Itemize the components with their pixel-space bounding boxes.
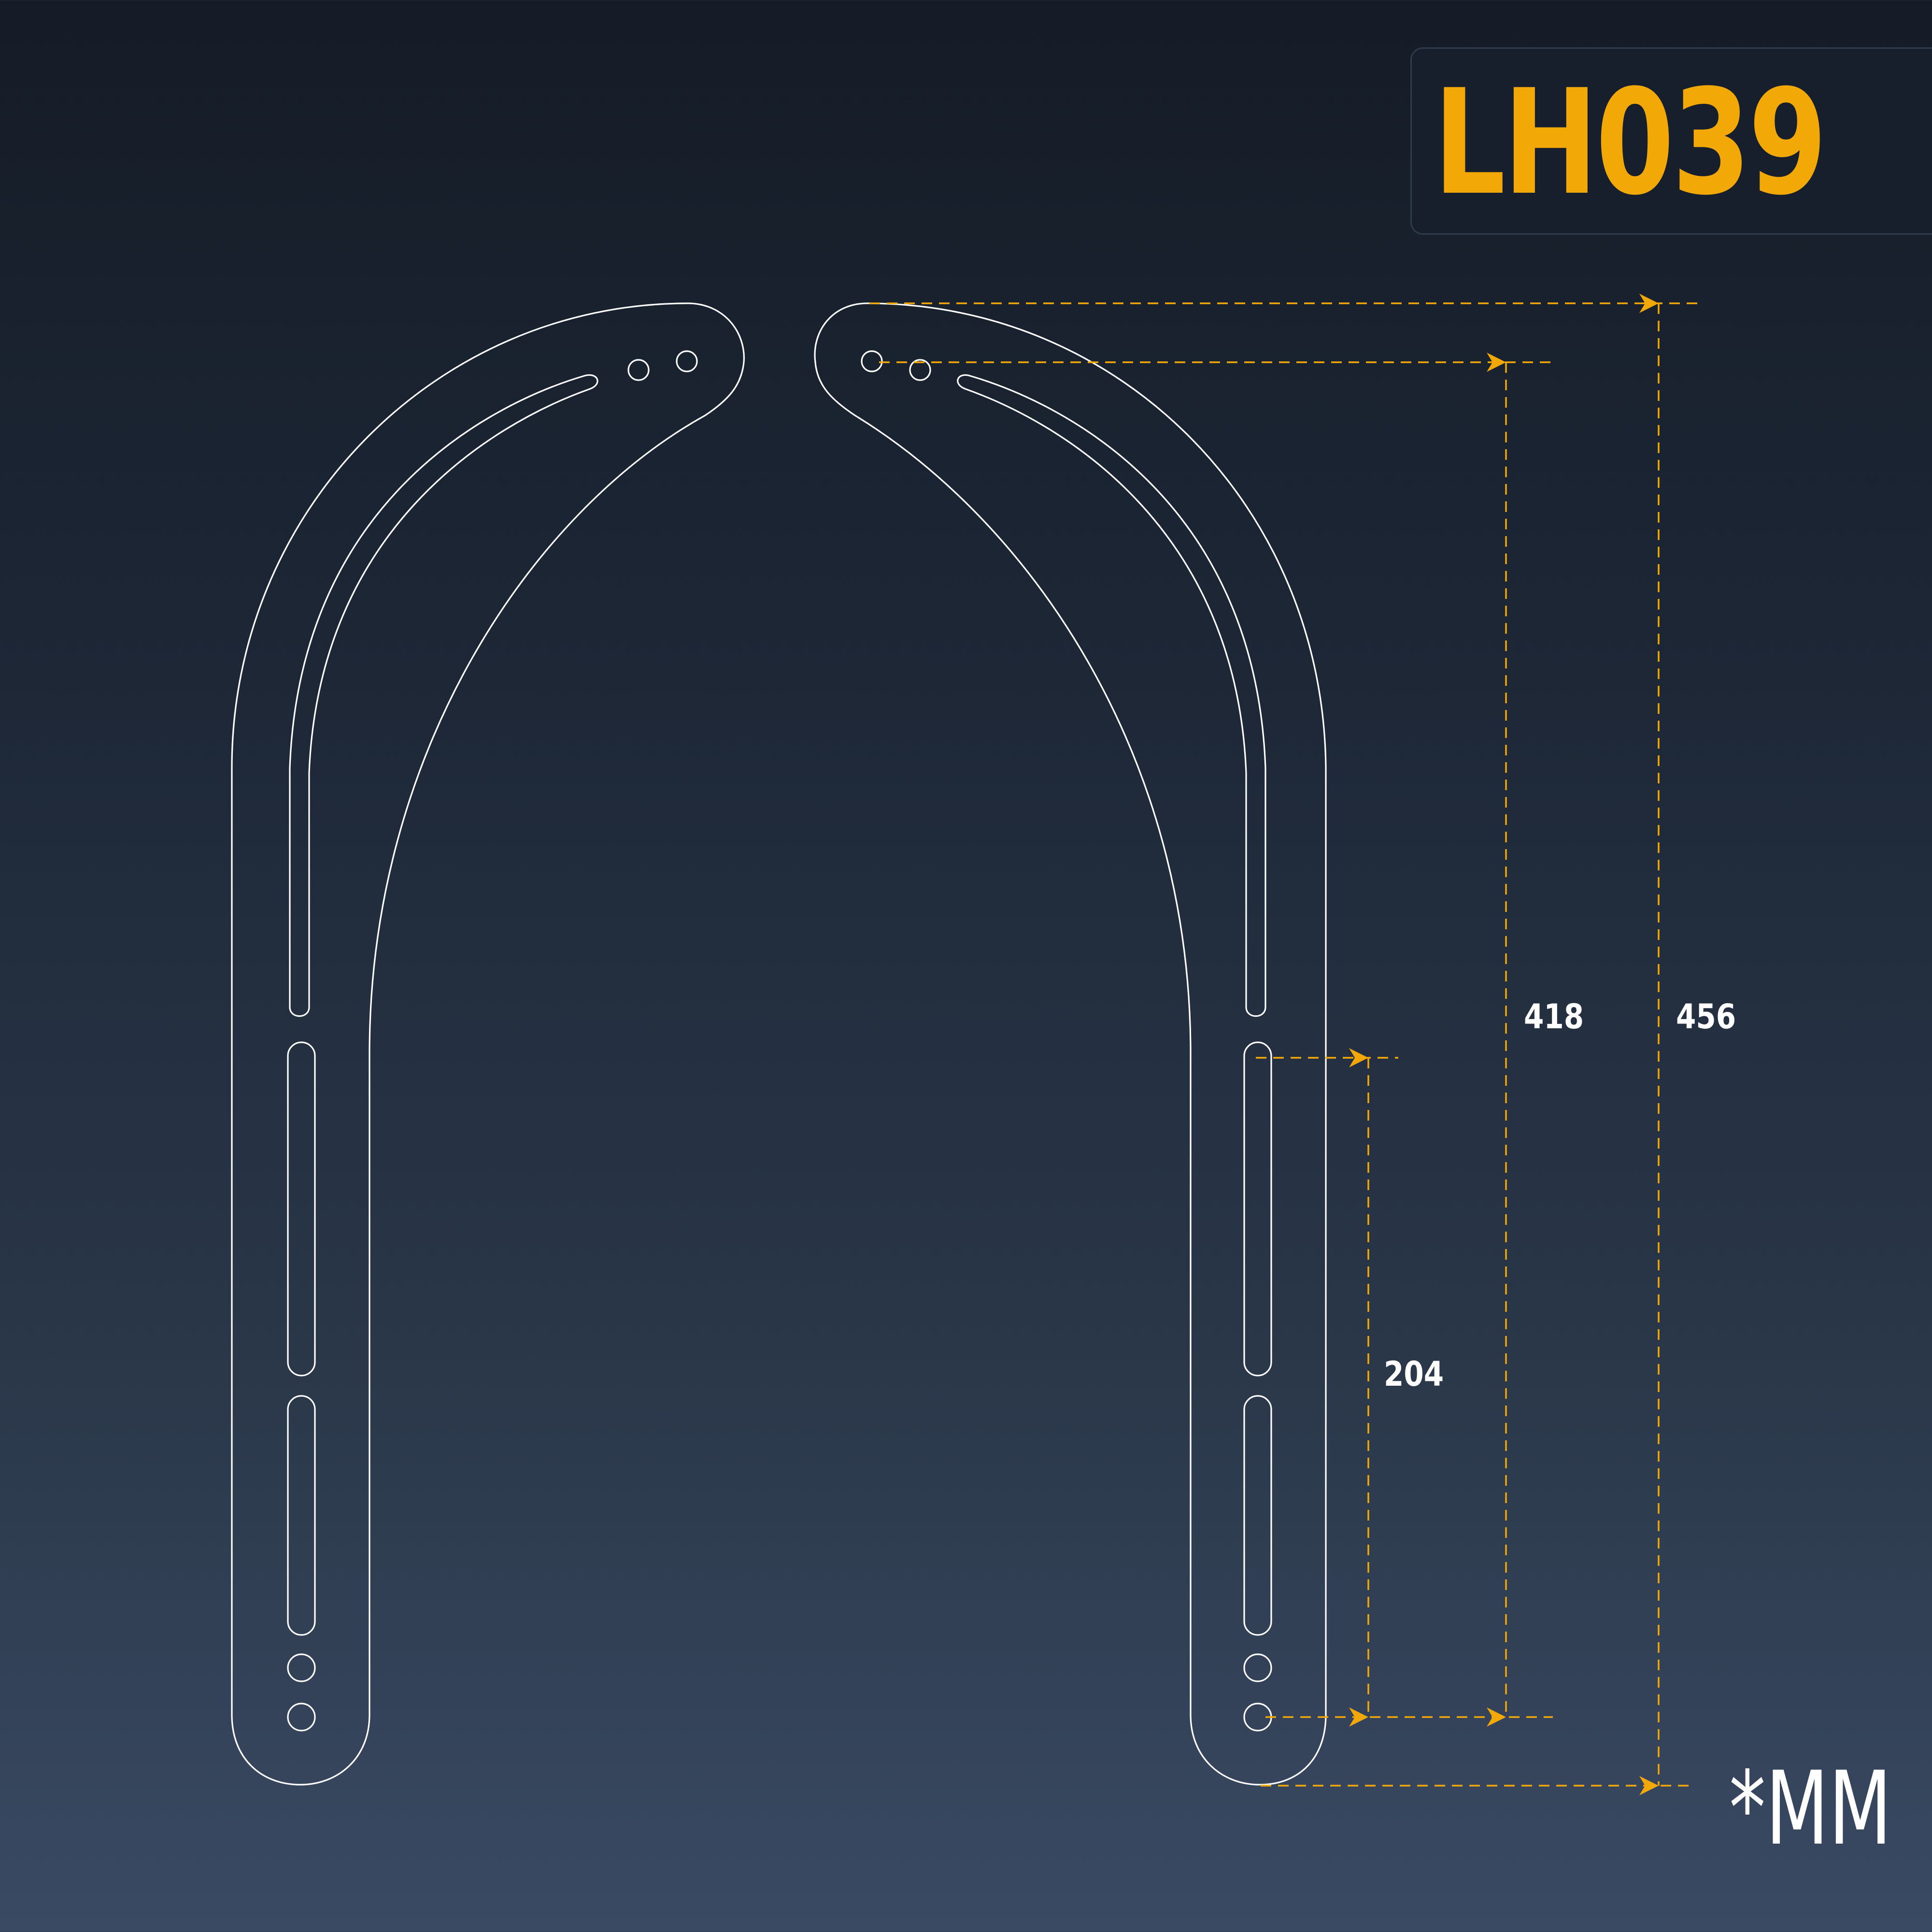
dimension-lines	[1349, 294, 1660, 1795]
right-curved-slot	[957, 374, 1266, 1017]
left-bottom-hole-1	[287, 1653, 316, 1682]
model-badge: LH039	[1410, 47, 1932, 235]
left-top-hole-2	[676, 350, 698, 372]
left-slot-lower	[287, 1395, 316, 1636]
left-slot-upper	[287, 1041, 316, 1377]
unit-note: *MM	[1729, 1749, 1892, 1868]
right-slot-upper	[1243, 1041, 1272, 1377]
dim-label-418: 418	[1524, 997, 1584, 1037]
left-top-hole-1	[627, 359, 650, 381]
right-arm-outline	[814, 302, 1327, 1786]
model-code: LH039	[1433, 58, 1827, 227]
right-top-hole-2	[909, 359, 931, 381]
right-bracket-arm	[814, 302, 1327, 1786]
left-bottom-hole-2	[287, 1703, 316, 1732]
right-slot-lower	[1243, 1395, 1272, 1636]
left-bracket-arm	[231, 302, 745, 1786]
left-curved-slot	[289, 374, 598, 1017]
right-bottom-hole-1	[1243, 1653, 1272, 1682]
dim-label-204: 204	[1384, 1354, 1444, 1394]
extension-lines	[869, 302, 1700, 1787]
dim-label-456: 456	[1676, 997, 1736, 1037]
left-arm-outline	[231, 302, 745, 1786]
right-top-hole-1	[861, 350, 883, 372]
